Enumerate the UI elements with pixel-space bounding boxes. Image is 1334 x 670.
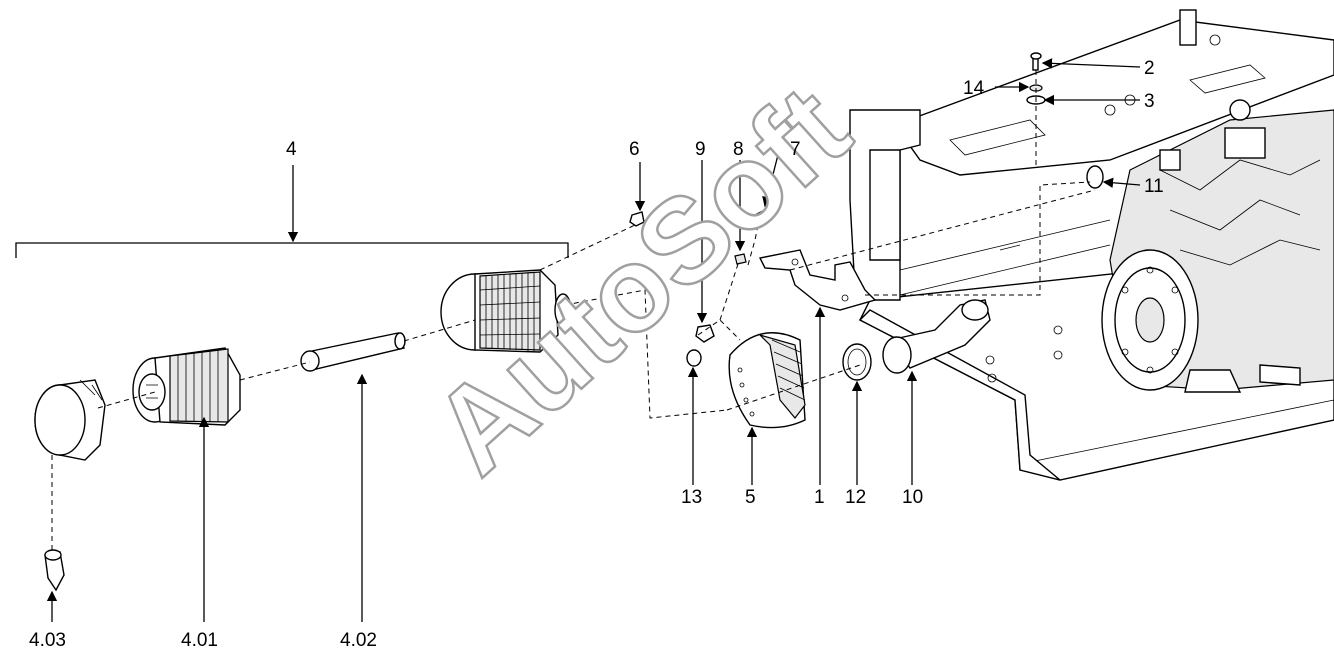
- small-fasteners: [629, 209, 769, 367]
- label-4-02: 4.02: [340, 630, 377, 651]
- label-3: 3: [1144, 91, 1155, 112]
- band-strap: [728, 332, 806, 429]
- label-10: 10: [902, 487, 923, 508]
- label-13: 13: [681, 487, 702, 508]
- exhaust-pipe: [882, 299, 991, 374]
- label-9: 9: [695, 139, 706, 160]
- end-cap: [34, 379, 106, 461]
- label-6: 6: [629, 139, 640, 160]
- callout-labels: 4 6 9 8 7 2 14 3 11 13 5 1 12 10 4.03 4.…: [29, 58, 1164, 651]
- filter-cartridge: [132, 347, 241, 426]
- label-7: 7: [790, 139, 801, 160]
- air-filter-housing: [440, 269, 572, 353]
- assembly-lines: [51, 70, 1096, 550]
- pipe-clamp: [842, 343, 872, 381]
- inner-tube: [300, 332, 406, 372]
- label-4-03: 4.03: [29, 630, 66, 651]
- drain-valve: [44, 549, 65, 592]
- top-fasteners: [1026, 52, 1046, 105]
- engine-block: [1101, 99, 1334, 393]
- label-12: 12: [845, 487, 866, 508]
- label-11: 11: [1144, 176, 1164, 197]
- side-clamp: [1086, 165, 1104, 189]
- label-4-01: 4.01: [181, 630, 218, 651]
- label-4: 4: [286, 139, 297, 160]
- label-2: 2: [1144, 58, 1155, 79]
- label-8: 8: [733, 139, 744, 160]
- label-5: 5: [745, 487, 756, 508]
- label-14: 14: [963, 78, 985, 99]
- label-1: 1: [814, 487, 825, 508]
- callout-leaders: [15, 58, 1141, 622]
